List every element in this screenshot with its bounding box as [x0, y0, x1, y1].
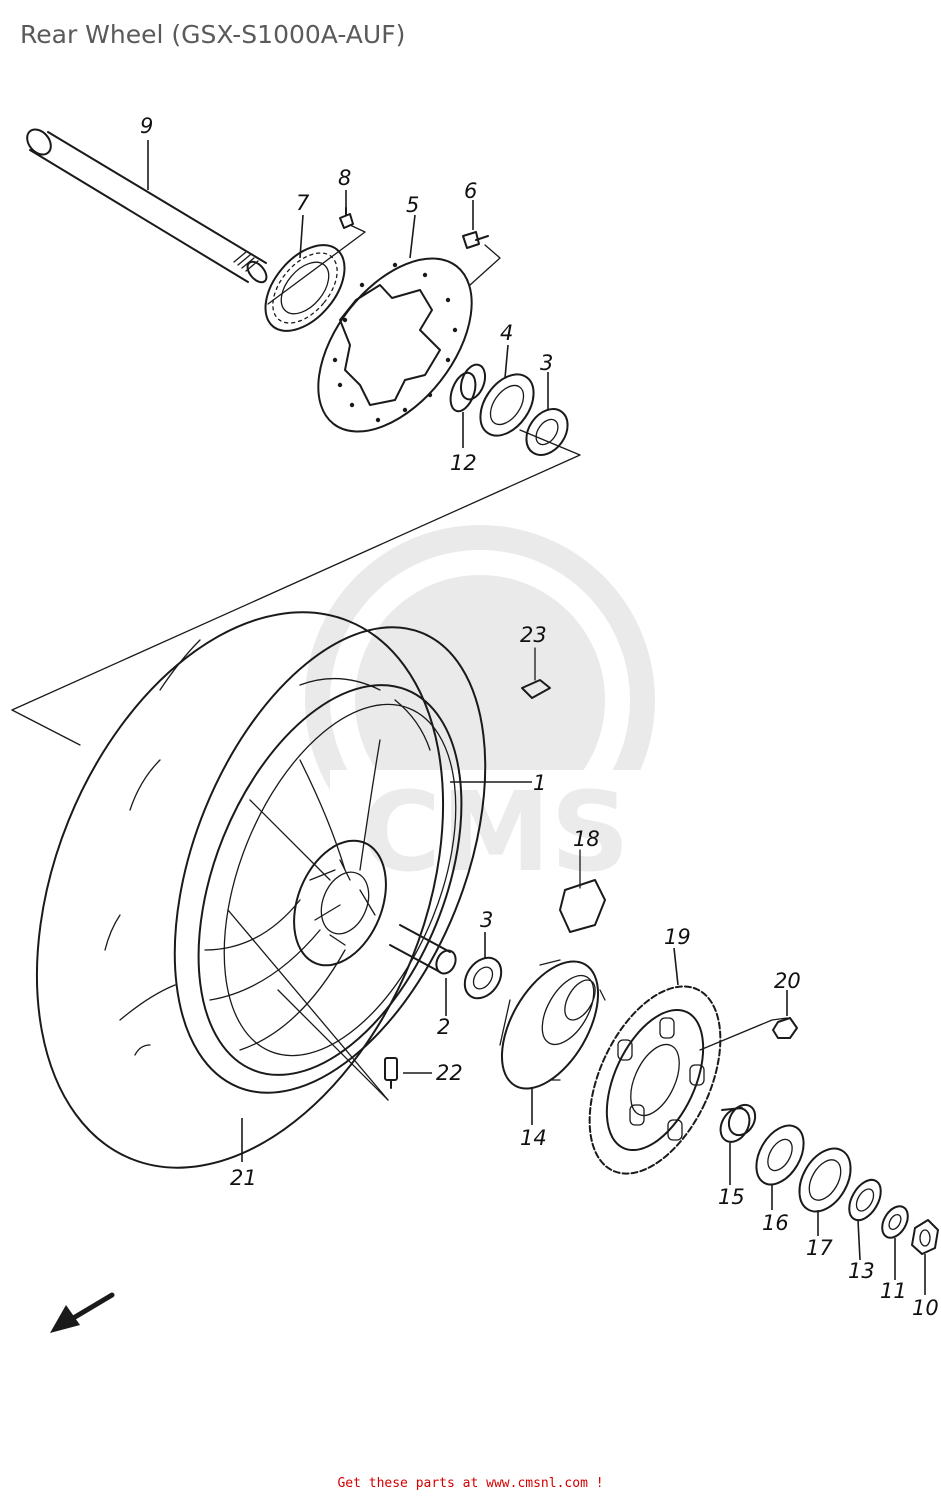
part-2-spacer — [389, 924, 457, 975]
callout-19: 19 — [664, 925, 691, 949]
direction-arrow-icon — [50, 1292, 115, 1333]
part-22-valve — [384, 1057, 398, 1089]
callout-12: 12 — [450, 451, 477, 475]
part-4-oil-seal — [479, 373, 535, 437]
callout-1: 1 — [533, 771, 546, 795]
part-7-sensor-rotor — [264, 244, 346, 332]
part-6-bolt — [462, 231, 489, 249]
callout-8: 8 — [338, 166, 351, 190]
part-15-spacer — [719, 1103, 757, 1143]
callout-20: 20 — [774, 969, 801, 993]
callout-7: 7 — [296, 191, 310, 215]
callout-numbers: 9 7 8 5 6 4 3 12 23 1 18 3 19 20 2 22 14… — [140, 114, 939, 1320]
callout-3-lower: 3 — [480, 908, 493, 932]
callout-16: 16 — [762, 1211, 789, 1235]
svg-text:CMS: CMS — [360, 768, 629, 896]
part-8-screw — [339, 207, 354, 229]
part-10-axle-nut — [911, 1219, 939, 1255]
part-20-nut — [699, 1017, 798, 1051]
part-18-damper — [559, 849, 606, 933]
part-17-oil-seal — [798, 1147, 852, 1213]
part-21-tire — [35, 611, 487, 1169]
leader-lines — [147, 140, 926, 1295]
watermark-logo: CMS — [305, 525, 660, 896]
part-12-spacer — [449, 363, 487, 413]
part-3-bearing-lower — [463, 956, 503, 1000]
callout-6: 6 — [464, 179, 477, 203]
callout-3-upper: 3 — [540, 351, 553, 375]
callout-11: 11 — [880, 1279, 907, 1303]
callout-23: 23 — [520, 623, 547, 647]
page-title: Rear Wheel (GSX-S1000A-AUF) — [20, 20, 406, 49]
part-16-bearing — [755, 1124, 805, 1186]
part-11-washer — [881, 1205, 909, 1239]
callout-9: 9 — [140, 114, 153, 138]
part-3-bearing-upper — [525, 408, 569, 456]
callout-22: 22 — [436, 1061, 463, 1085]
part-13-spacer — [848, 1178, 882, 1222]
part-23-balance-weight — [521, 647, 551, 699]
callout-14: 14 — [520, 1126, 547, 1150]
callout-5: 5 — [406, 193, 419, 217]
part-9-axle — [26, 128, 268, 284]
part-19-sprocket — [588, 985, 722, 1175]
part-5-brake-disc — [317, 257, 473, 433]
part-14-sprocket-drum — [499, 959, 606, 1090]
callout-15: 15 — [718, 1185, 745, 1209]
callout-17: 17 — [806, 1236, 833, 1260]
assembly-guide-lines — [11, 224, 581, 1101]
callout-13: 13 — [848, 1259, 875, 1283]
callout-4: 4 — [500, 321, 513, 345]
callout-10: 10 — [912, 1296, 939, 1320]
callout-18: 18 — [573, 827, 600, 851]
footer-link[interactable]: Get these parts at www.cmsnl.com ! — [337, 1476, 604, 1491]
callout-2: 2 — [437, 1015, 450, 1039]
part-1-wheel-rim — [197, 684, 463, 1076]
callout-21: 21 — [230, 1166, 257, 1190]
